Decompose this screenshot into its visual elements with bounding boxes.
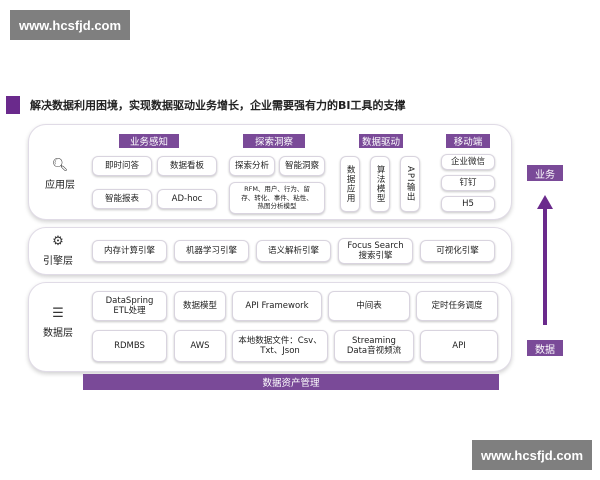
engine-box-memory: 内存计算引擎 <box>92 240 167 262</box>
engine-layer-label: ⚙ 引擎层 <box>43 234 73 268</box>
group-title-drive: 数据驱动 <box>359 134 403 148</box>
headline-accent-bar <box>6 96 20 114</box>
watermark-bottom: www.hcsfjd.com <box>472 440 592 470</box>
group-title-biz: 业务感知 <box>119 134 179 148</box>
engine-layer-panel: ⚙ 引擎层 内存计算引擎 机器学习引擎 语义解析引擎 Focus Search … <box>28 227 512 275</box>
app-box-instant-qa: 即时问答 <box>92 156 152 176</box>
side-label-data: 数据 <box>527 340 563 356</box>
app-box-api-output: API输出 <box>400 156 420 212</box>
side-label-business: 业务 <box>527 165 563 181</box>
data-box-dataspring: DataSpring ETL处理 <box>92 291 167 321</box>
watermark-top: www.hcsfjd.com <box>10 10 130 40</box>
data-box-api: API <box>420 330 498 362</box>
gear-icon: ⚙ <box>52 234 64 249</box>
app-box-algorithm-model: 算法模型 <box>370 156 390 212</box>
data-box-rdmbs: RDMBS <box>92 330 167 362</box>
app-box-smart-insight: 智能洞察 <box>279 156 325 176</box>
engine-box-ml: 机器学习引擎 <box>174 240 249 262</box>
app-layer-text: 应用层 <box>45 180 75 191</box>
data-asset-management-bar: 数据资产管理 <box>83 374 499 390</box>
headline-text: 解决数据利用困境，实现数据驱动业务增长，企业需要强有力的BI工具的支撑 <box>30 99 406 112</box>
engine-box-visualization: 可视化引擎 <box>420 240 495 262</box>
data-box-local-files: 本地数据文件：Csv、 Txt、Json <box>232 330 328 362</box>
engine-box-semantic: 语义解析引擎 <box>256 240 331 262</box>
search-icon: 🔍︎ <box>51 158 69 173</box>
app-layer-panel: 🔍︎ 应用层 业务感知 即时问答 数据看板 智能报表 AD-hoc 探索洞察 探… <box>28 124 512 220</box>
app-box-smart-report: 智能报表 <box>92 189 152 209</box>
arrow-shaft <box>543 207 547 325</box>
database-icon: ☰ <box>52 306 64 321</box>
app-box-explore-analysis: 探索分析 <box>229 156 275 176</box>
app-box-adhoc: AD-hoc <box>157 189 217 209</box>
data-box-scheduler: 定时任务调度 <box>416 291 498 321</box>
app-box-dingtalk: 钉钉 <box>441 175 495 191</box>
app-box-wecom: 企业微信 <box>441 154 495 170</box>
app-box-dashboard: 数据看板 <box>157 156 217 176</box>
headline: 解决数据利用困境，实现数据驱动业务增长，企业需要强有力的BI工具的支撑 <box>6 96 405 114</box>
group-title-explore: 探索洞察 <box>243 134 305 148</box>
data-box-aws: AWS <box>174 330 226 362</box>
data-layer-panel: ☰ 数据层 DataSpring ETL处理 数据模型 API Framewor… <box>28 282 512 372</box>
engine-layer-text: 引擎层 <box>43 256 73 267</box>
app-box-h5: H5 <box>441 196 495 212</box>
group-title-mobile: 移动端 <box>446 134 490 148</box>
arrow-up-icon <box>537 195 553 209</box>
engine-box-focus-search: Focus Search 搜索引擎 <box>338 238 413 264</box>
data-box-streaming: Streaming Data音视频流 <box>334 330 414 362</box>
data-layer-text: 数据层 <box>43 328 73 339</box>
data-box-api-framework: API Framework <box>232 291 322 321</box>
data-box-data-model: 数据模型 <box>174 291 226 321</box>
app-box-analysis-models: RFM、用户、行为、留 存、转化、事件、粘性、 热图分析模型 <box>229 182 325 214</box>
app-layer-label: 🔍︎ 应用层 <box>45 158 75 192</box>
data-layer-label: ☰ 数据层 <box>43 306 73 340</box>
data-box-intermediate-table: 中间表 <box>328 291 410 321</box>
app-box-data-application: 数据应用 <box>340 156 360 212</box>
